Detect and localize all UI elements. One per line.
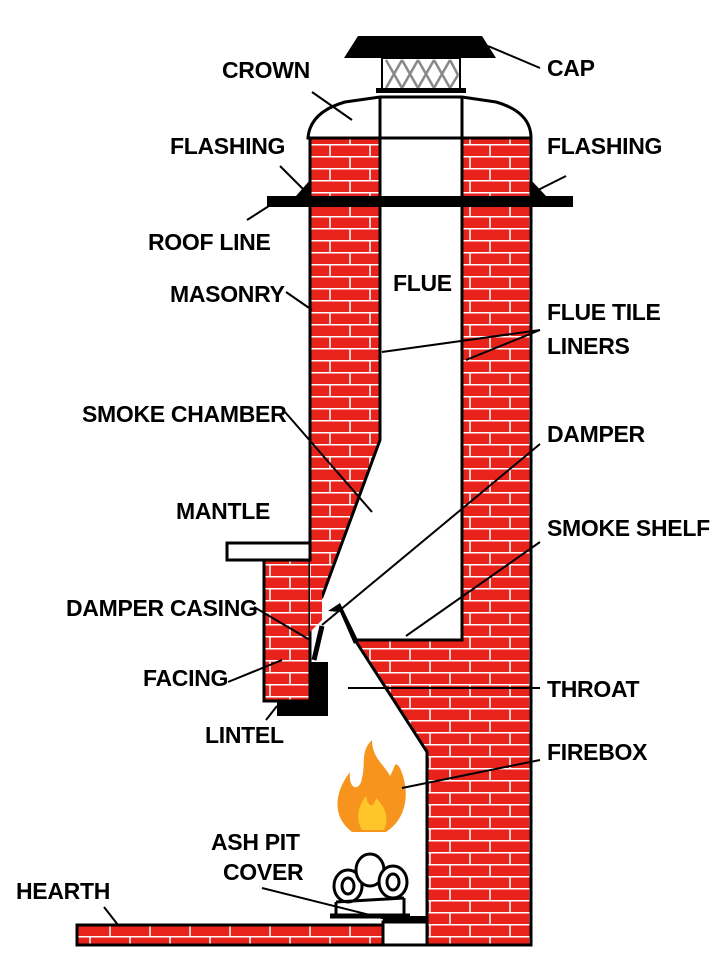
- masonry-left: [308, 136, 382, 599]
- label-masonry: MASONRY: [170, 281, 285, 307]
- cap-shape: [344, 36, 496, 58]
- label-damper-casing: DAMPER CASING: [66, 595, 258, 621]
- cap-band: [376, 88, 466, 93]
- label-flashing-left: FLASHING: [170, 133, 285, 159]
- firebox-floor: [383, 916, 427, 922]
- label-hearth: HEARTH: [16, 878, 110, 904]
- leader-lines: [103, 45, 567, 926]
- damper-casing-shape: [311, 625, 325, 661]
- damper-plate: [328, 603, 358, 644]
- ash-pit-cover-shape: [381, 920, 429, 947]
- flashing-right-shape: [531, 180, 546, 196]
- cap-mesh: [384, 59, 460, 89]
- facing-bricks: [262, 558, 312, 703]
- label-cap: CAP: [547, 55, 595, 81]
- label-lintel: LINTEL: [205, 722, 284, 748]
- hearth-bricks: [75, 923, 385, 947]
- flame-icon: [337, 740, 406, 832]
- label-smoke-chamber: SMOKE CHAMBER: [82, 401, 287, 427]
- label-ash-pit-line2: COVER: [223, 859, 304, 885]
- label-smoke-shelf: SMOKE SHELF: [547, 515, 710, 541]
- crown-shape: [306, 95, 533, 140]
- label-damper: DAMPER: [547, 421, 646, 447]
- label-roof-line: ROOF LINE: [148, 229, 271, 255]
- label-flue: FLUE: [393, 270, 452, 296]
- label-throat: THROAT: [547, 676, 640, 702]
- label-crown: CROWN: [222, 57, 310, 83]
- masonry-right: [352, 136, 533, 947]
- facing-fill: [310, 560, 322, 632]
- label-mantle: MANTLE: [176, 498, 270, 524]
- label-flashing-right: FLASHING: [547, 133, 662, 159]
- label-flue-tile-line1: FLUE TILE: [547, 299, 661, 325]
- mantle-shelf: [225, 541, 312, 562]
- label-firebox: FIREBOX: [547, 739, 648, 765]
- label-ash-pit-line1: ASH PIT: [211, 829, 300, 855]
- roof-line-bar: [267, 196, 573, 207]
- label-facing: FACING: [143, 665, 228, 691]
- log-grate-icon: [330, 852, 410, 919]
- lintel-shape: [277, 662, 328, 716]
- label-flue-tile-line2: LINERS: [547, 333, 630, 359]
